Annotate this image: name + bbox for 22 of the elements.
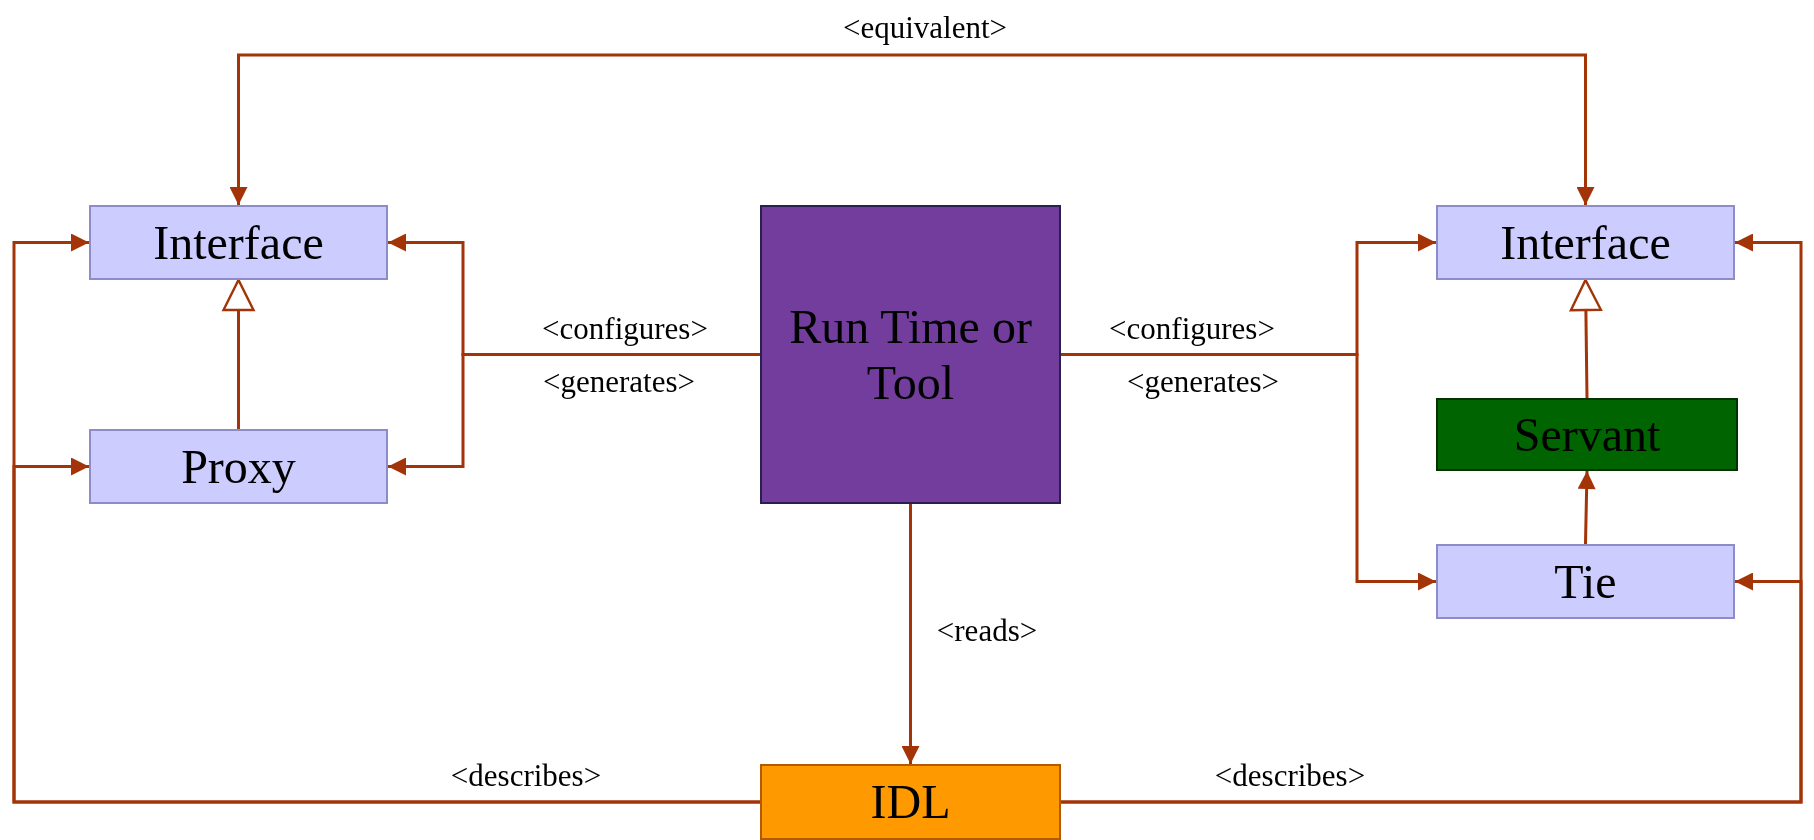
node-label: Run Time or Tool bbox=[788, 299, 1033, 410]
idl-box bbox=[760, 764, 1061, 840]
node-label: Servant bbox=[1513, 406, 1661, 463]
inheritance-arrow bbox=[222, 278, 255, 429]
node-label: Interface bbox=[153, 214, 324, 271]
arrow bbox=[1061, 572, 1803, 804]
arrow bbox=[1577, 470, 1596, 545]
class-box bbox=[1436, 205, 1735, 280]
arrow bbox=[388, 353, 760, 476]
node-label: Interface bbox=[1500, 214, 1671, 271]
class-box bbox=[89, 429, 388, 504]
arrow bbox=[12, 457, 760, 804]
inheritance-arrow bbox=[1569, 278, 1603, 399]
node-label: Tie bbox=[1554, 553, 1617, 610]
node-label: IDL bbox=[870, 774, 951, 830]
class-box bbox=[1436, 544, 1735, 619]
tool-box bbox=[760, 205, 1061, 504]
arrow bbox=[901, 504, 920, 764]
class-box bbox=[1436, 398, 1738, 471]
class-box bbox=[89, 205, 388, 280]
arrow bbox=[229, 53, 1595, 205]
node-label: Proxy bbox=[181, 438, 296, 495]
